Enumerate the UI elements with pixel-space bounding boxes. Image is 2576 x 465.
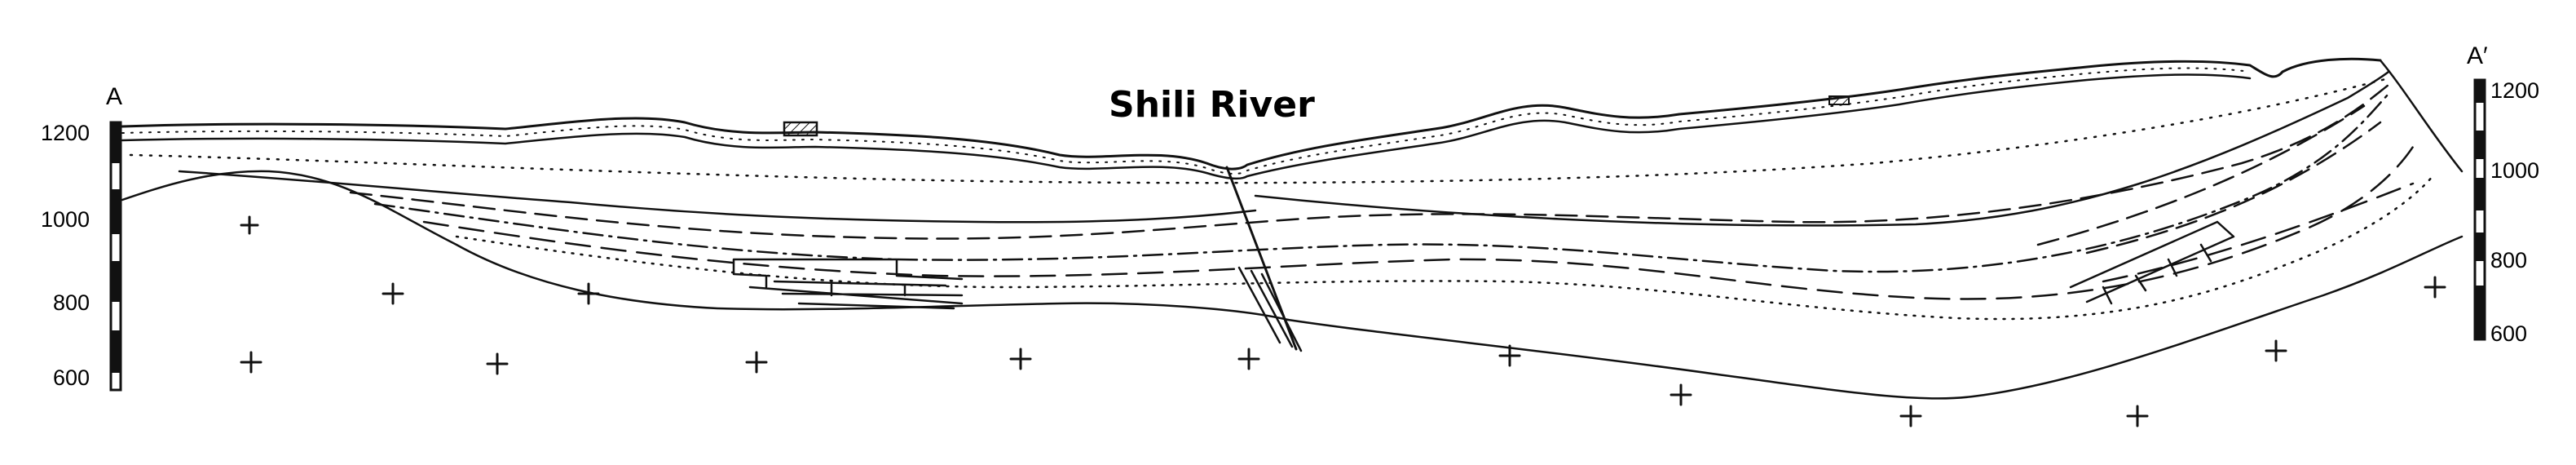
left-tick-800: 800 (53, 290, 90, 315)
left-elevation-scale: 1200 1000 800 600 (41, 121, 122, 392)
right-tick-800: 800 (2490, 248, 2527, 272)
rock-lens-left (732, 258, 964, 310)
fault-line (1225, 166, 1303, 352)
right-tick-1000: 1000 (2490, 158, 2539, 183)
left-tick-1200: 1200 (41, 121, 90, 145)
section-start-label: A (106, 83, 122, 110)
right-elevation-scale: 1200 1000 800 600 (2473, 78, 2539, 346)
left-tick-1000: 1000 (41, 207, 90, 232)
basement-symbols (240, 215, 2446, 427)
river-label: Shili River (1109, 84, 1315, 126)
building-icon (783, 121, 818, 137)
section-end-label: A′ (2467, 42, 2488, 69)
stratigraphic-layers (121, 70, 2464, 400)
right-tick-1200: 1200 (2490, 78, 2539, 103)
left-tick-600: 600 (53, 365, 90, 390)
right-tick-600: 600 (2490, 321, 2527, 346)
rock-lens-right (2069, 220, 2235, 305)
building-icon (1828, 95, 1850, 105)
